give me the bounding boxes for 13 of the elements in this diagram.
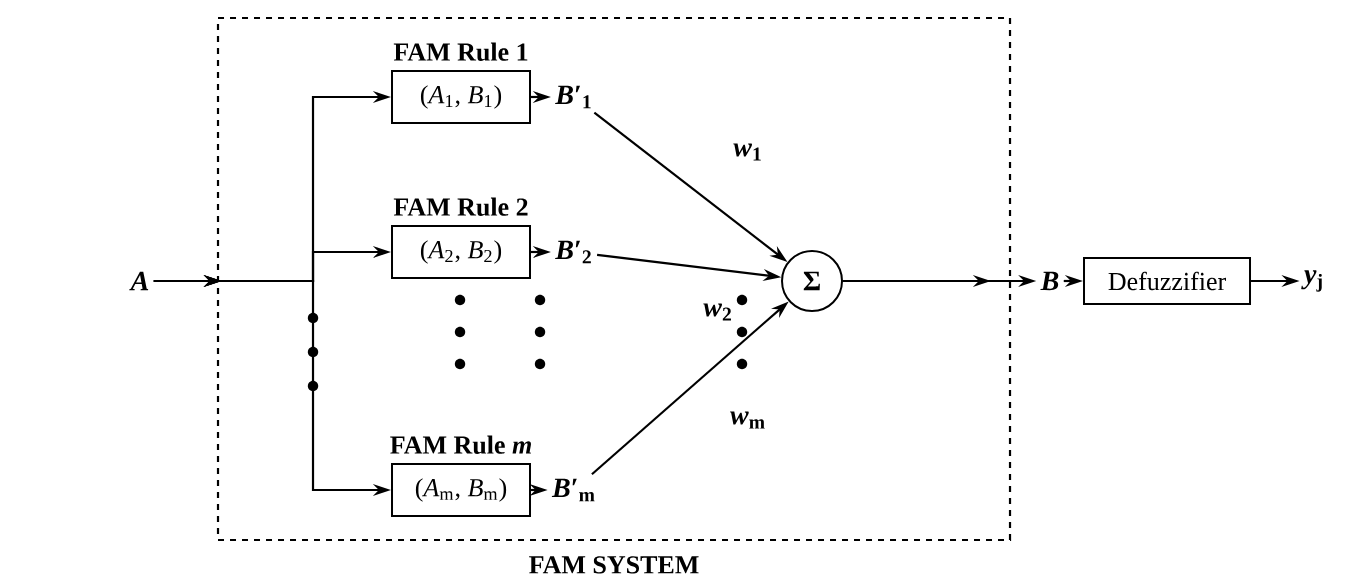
signal-label: B′$_{m}$ xyxy=(551,478,595,502)
box-heading: FAM Rule 2 xyxy=(393,197,528,216)
signal-label: y$_{j}$ xyxy=(1301,270,1322,292)
box-heading: FAM Rule m xyxy=(390,435,531,454)
edge-label: w$_{2}$ xyxy=(703,303,731,321)
signal-label: B xyxy=(1040,271,1059,291)
edge-label: w$_{1}$ xyxy=(733,143,761,161)
signal-label: B′$_{2}$ xyxy=(555,240,591,264)
signal-label: A xyxy=(129,271,149,291)
edge-label: w$_{m}$ xyxy=(730,411,765,429)
signal-label: B′$_{1}$ xyxy=(555,85,591,109)
frame-title: FAM SYSTEM xyxy=(529,556,699,574)
box-heading: FAM Rule 1 xyxy=(393,42,528,61)
